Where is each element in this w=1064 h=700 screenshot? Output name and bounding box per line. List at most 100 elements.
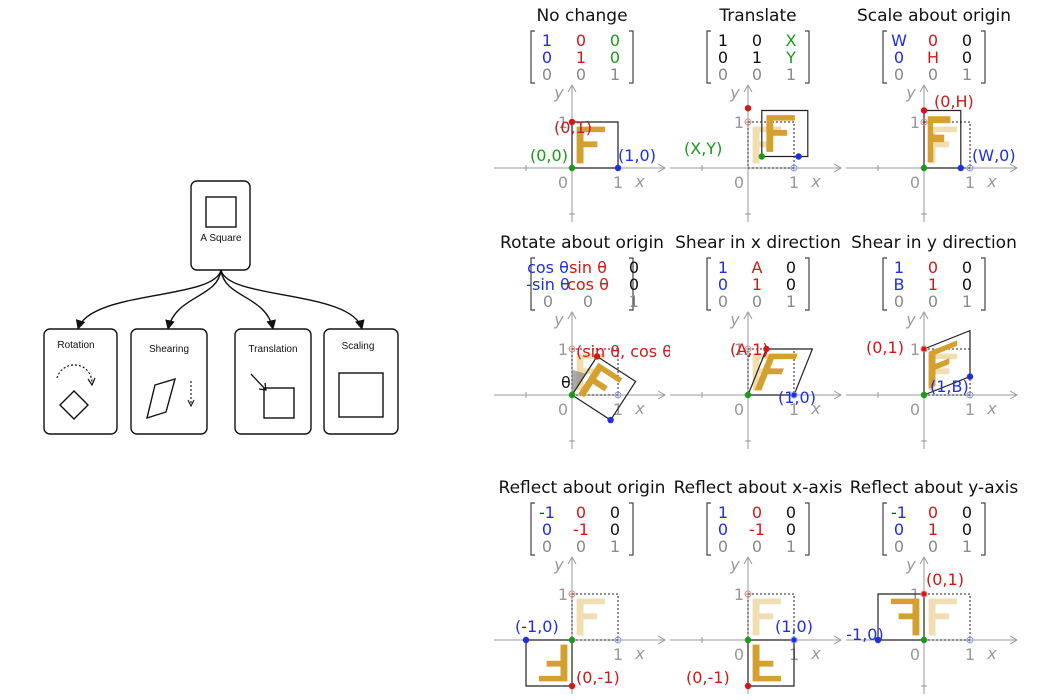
connector-shearing <box>165 269 222 330</box>
axis-label: y <box>553 555 564 574</box>
axis-label: x <box>810 172 821 191</box>
matrix-entry: 1 <box>717 31 729 50</box>
connector-rotation <box>75 269 222 330</box>
root-node: A Square <box>190 180 251 271</box>
translated-square-icon <box>263 387 295 419</box>
axis-label: 1 <box>558 585 568 604</box>
axis-label: 1 <box>613 645 623 664</box>
matrix-entry: 0 <box>628 258 640 277</box>
axis-label: 0 <box>558 173 568 192</box>
matrix-entry: 0 <box>609 503 621 522</box>
matrix-entry: 0 <box>961 48 973 67</box>
coordinate-label: (0,H) <box>934 92 974 111</box>
x-axis-arrow-icon <box>1009 390 1019 400</box>
matrix-entry: 1 <box>628 292 640 311</box>
transform-title: Reflect about y-axis <box>849 478 1019 498</box>
transformed-shape <box>752 644 782 682</box>
connector-translation <box>220 269 277 330</box>
coordinate-label: (0,1) <box>926 570 964 589</box>
transformed-unit-square <box>923 109 962 169</box>
x-axis-arrow-icon <box>657 163 667 173</box>
y-axis-arrow-icon <box>567 83 577 93</box>
vertex-marker <box>957 164 964 172</box>
matrix-entry: 0 <box>751 292 763 311</box>
matrix-entry: 0 <box>785 520 797 539</box>
original-shape-ghost <box>752 598 782 636</box>
matrix-entry: A <box>751 258 763 277</box>
translation-arrowhead-icon <box>258 382 267 391</box>
matrix-entry: 0 <box>961 275 973 294</box>
axis-label: 0 <box>558 400 568 419</box>
transform-title: Reflect about x-axis <box>673 478 843 498</box>
transformed-shape <box>928 340 958 389</box>
matrix-entry: 0 <box>785 275 797 294</box>
matrix-entry: 1 <box>893 258 905 277</box>
vertex-marker <box>920 636 928 644</box>
matrix-brackets <box>530 30 634 84</box>
matrix-entry: 0 <box>575 65 587 84</box>
parallelogram-icon <box>146 377 177 420</box>
transform-title: No change <box>536 6 628 26</box>
axis-label: 1 <box>613 173 623 192</box>
axis-label: x <box>986 172 997 191</box>
matrix-entry: 0 <box>961 520 973 539</box>
coordinate-label: (sin θ, cos θ) <box>576 342 670 361</box>
coordinate-label: (0,1) <box>554 118 592 137</box>
original-vertex-marker <box>920 590 928 598</box>
coordinate-label: (-1,0) <box>515 617 559 636</box>
coordinate-label: (1,B) <box>930 377 969 396</box>
matrix-entry: 0 <box>785 258 797 277</box>
matrix-brackets <box>706 502 810 556</box>
axis-label: x <box>634 172 645 191</box>
rotation-node: Rotation <box>43 328 118 435</box>
vertex-marker <box>920 391 928 399</box>
vertex-marker <box>568 391 576 399</box>
flowchart-connectors <box>75 269 365 330</box>
vertex-marker <box>758 153 765 160</box>
original-vertex-marker <box>920 118 928 126</box>
transformed-unit-square <box>877 593 925 641</box>
original-vertex-marker <box>966 164 974 172</box>
matrix-entry: 0 <box>575 503 587 522</box>
axis-label: y <box>905 83 916 102</box>
x-axis-arrow-icon <box>833 635 843 645</box>
matrix-entry: 0 <box>893 537 905 556</box>
transformed-unit-square <box>923 329 971 396</box>
y-axis-arrow-icon <box>567 310 577 320</box>
vertex-marker <box>607 416 614 424</box>
transformed-unit-square <box>761 109 809 158</box>
axis-label: 1 <box>734 585 744 604</box>
original-vertex-marker <box>790 164 798 172</box>
matrix-entry: 1 <box>927 520 939 539</box>
axis-label: x <box>810 644 821 663</box>
matrix-brackets <box>882 257 986 311</box>
original-vertex-marker <box>568 345 576 353</box>
original-unit-square <box>747 348 795 396</box>
matrix-entry: 1 <box>609 537 621 556</box>
matrix-entry: 0 <box>717 48 729 67</box>
matrix-entry: 1 <box>927 275 939 294</box>
matrix-entry: 0 <box>628 275 640 294</box>
original-vertex-marker <box>614 636 622 644</box>
transform-flowchart: A Square Rotation Shearing Translation S… <box>43 180 399 435</box>
vertex-marker <box>744 105 752 112</box>
matrix-entry: 0 <box>927 503 939 522</box>
axis-label: y <box>553 310 564 329</box>
vertex-marker <box>568 682 576 690</box>
